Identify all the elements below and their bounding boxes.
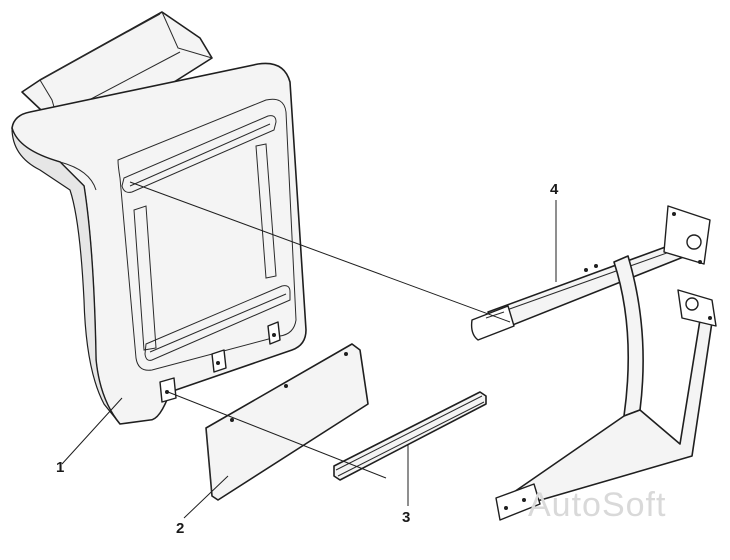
callout-1: 1 [56,459,64,476]
assembly-line-2 [167,391,387,479]
callout-2: 2 [176,520,184,537]
leader-1 [61,397,123,465]
callout-3: 3 [402,509,410,526]
part-1-mudguard [11,11,307,425]
part-3-strip [333,391,487,481]
leader-2 [183,475,229,519]
watermark-text: AutoSoft [528,486,666,524]
assembly-lines [61,181,557,519]
assembly-line-1 [129,181,511,323]
part-2-mud-flap [205,343,369,501]
callout-4: 4 [550,181,559,198]
part-4-support-bracket [470,205,717,521]
